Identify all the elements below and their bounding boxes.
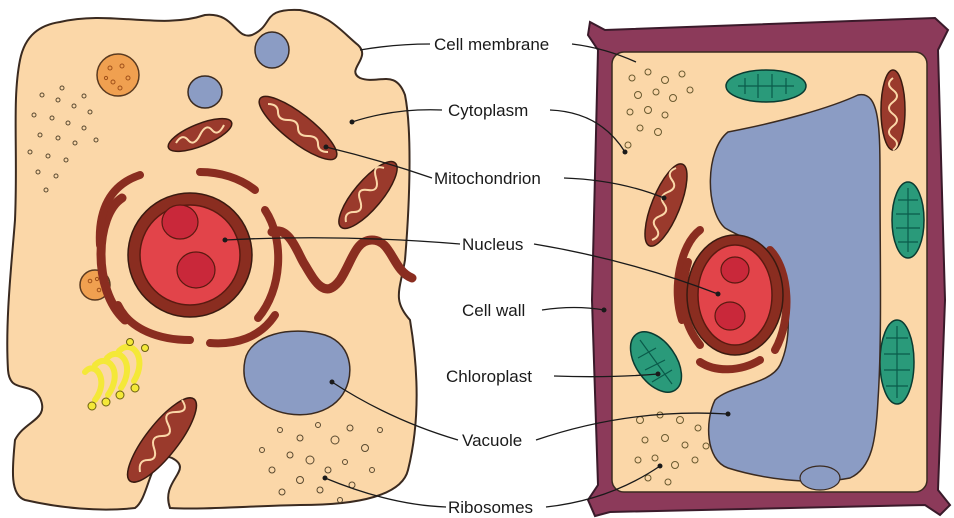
label-ribosomes: Ribosomes [448,498,533,517]
animal-nucleus [128,193,252,317]
vesicle [255,32,289,68]
label-nucleus: Nucleus [462,235,523,254]
label-mitochondrion: Mitochondrion [434,169,541,188]
animal-cell [7,10,416,510]
plant-cell [588,18,950,516]
chloroplast [892,182,924,258]
small-vacuole [800,466,840,490]
lysosome [97,54,139,96]
label-cytoplasm: Cytoplasm [448,101,528,120]
label-cell-membrane: Cell membrane [434,35,549,54]
chloroplast [726,70,806,102]
plant-nucleus [687,235,783,355]
label-cell-wall: Cell wall [462,301,525,320]
animal-vacuole [244,331,350,415]
vesicle [188,76,222,108]
label-chloroplast: Chloroplast [446,367,532,386]
label-vacuole: Vacuole [462,431,522,450]
mitochondrion [881,70,905,150]
chloroplast [880,320,914,404]
